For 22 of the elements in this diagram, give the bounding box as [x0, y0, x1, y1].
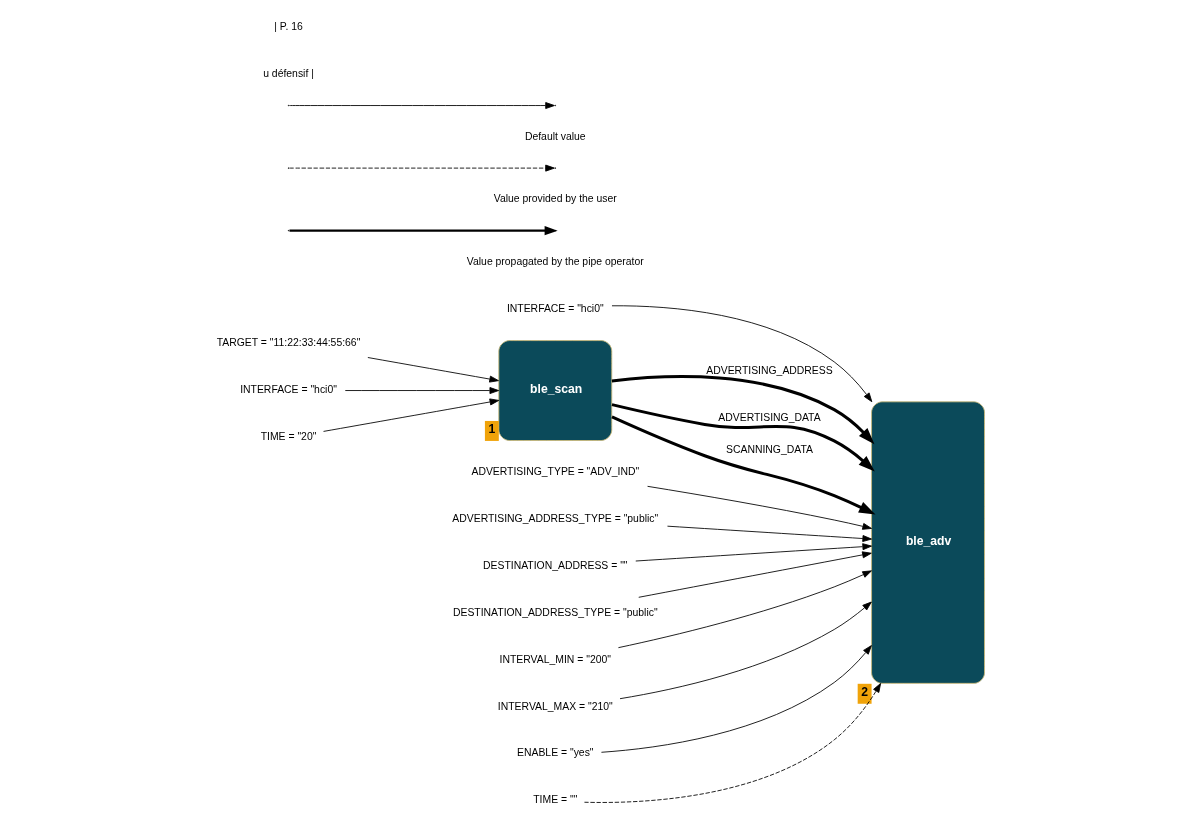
- node-text: ADVERTISING_ADDRESS_TYPE = "public": [452, 512, 659, 524]
- label: | P. 16: [274, 21, 303, 33]
- node-text: TIME = "20": [260, 431, 317, 443]
- edge-label: ADVERTISING_ADDRESS: [706, 364, 833, 376]
- node-text: ADVERTISING_TYPE = "ADV_IND": [471, 465, 640, 477]
- edge-label: ADVERTISING_DATA: [718, 412, 821, 424]
- legend-label: Default value: [524, 130, 586, 142]
- node-label: 1: [488, 422, 496, 437]
- label: u défensif |: [263, 67, 314, 79]
- node-text: TARGET = "11:22:33:44:55:66": [216, 337, 361, 349]
- edge-label: SCANNING_DATA: [726, 443, 813, 455]
- node-text: INTERFACE = "hci0": [240, 384, 337, 396]
- node-text: INTERVAL_MIN = "200": [499, 653, 611, 665]
- legend-label: Value provided by the user: [493, 193, 617, 205]
- node-text: TIME = "": [533, 794, 578, 806]
- node-text: INTERFACE = "hci0": [506, 302, 604, 314]
- node-text: DESTINATION_ADDRESS_TYPE = "public": [452, 606, 658, 618]
- node-label: 2: [861, 685, 868, 700]
- legend-label: Value propagated by the pipe operator: [466, 255, 644, 267]
- node-text: DESTINATION_ADDRESS = "": [483, 559, 628, 571]
- node-text: ENABLE = "yes": [517, 747, 594, 759]
- node-text: INTERVAL_MAX = "210": [497, 700, 613, 712]
